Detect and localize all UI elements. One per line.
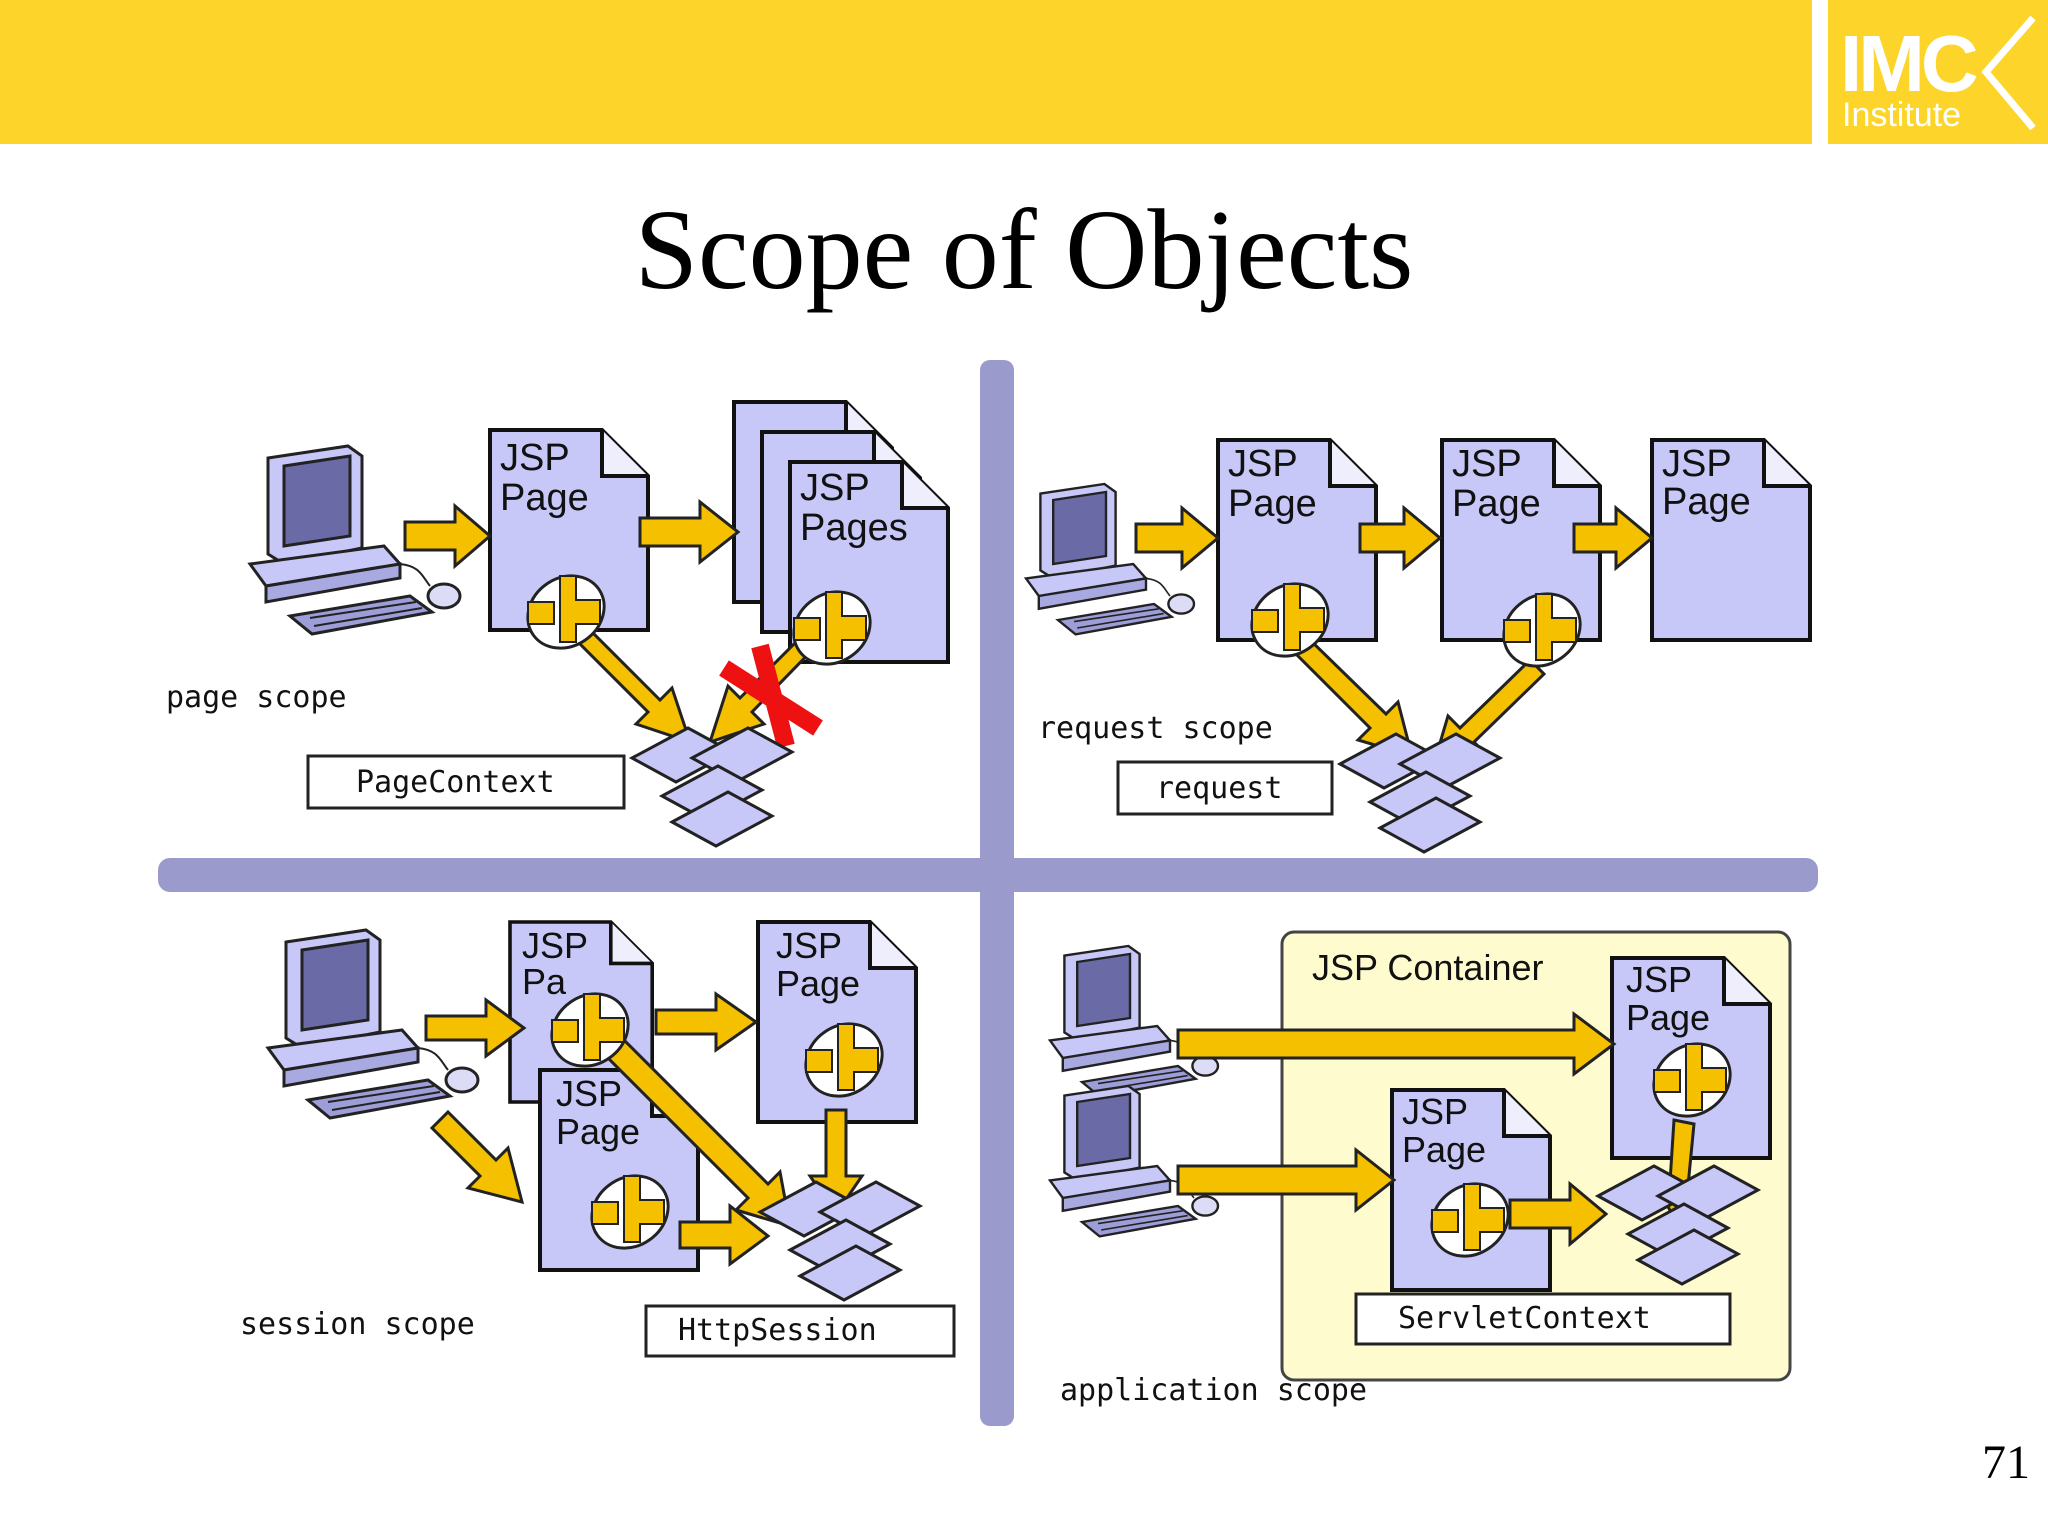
object-label-box	[306, 754, 626, 810]
arrow-icon	[1176, 1011, 1617, 1077]
application-scope-quadrant: JSP Container JSP Page JSP Page ServletC…	[1048, 930, 1792, 1408]
doc-label: Page	[776, 963, 860, 1004]
page-number: 71	[1982, 1436, 2030, 1489]
doc-label: Page	[500, 477, 589, 519]
session-scope-label: session scope	[240, 1307, 475, 1342]
request-scope-label: request scope	[1038, 711, 1273, 746]
application-scope-label: application scope	[1060, 1373, 1367, 1408]
doc-label: JSP	[776, 925, 842, 966]
arrow-icon	[638, 498, 741, 566]
doc-label: JSP	[1402, 1091, 1468, 1132]
arrow-icon	[654, 991, 759, 1053]
client-computer-icon	[1048, 1084, 1220, 1238]
logo-chevron-icon	[1981, 15, 2036, 131]
servlet-context-label: ServletContext	[1398, 1301, 1651, 1336]
doc-label: JSP	[800, 467, 870, 509]
client-computer-icon	[1048, 944, 1220, 1098]
arrow-icon	[1176, 1146, 1397, 1214]
session-scope-quadrant: JSP Pa JSP Page JSP Page session scope H…	[240, 920, 956, 1358]
object-label-box	[1116, 760, 1334, 816]
doc-label: Page	[556, 1111, 640, 1152]
arrow-icon	[601, 1038, 792, 1229]
doc-label: Page	[1662, 481, 1751, 523]
scope-store-icon	[758, 1180, 922, 1302]
client-computer-icon	[1024, 482, 1196, 636]
arrow-icon	[1508, 1180, 1609, 1248]
doc-label: Pages	[800, 507, 908, 549]
http-session-label: HttpSession	[678, 1313, 877, 1348]
request-label: request	[1156, 771, 1282, 806]
page-scope-label: page scope	[166, 680, 347, 715]
doc-label: Page	[1626, 997, 1710, 1038]
doc-label: Page	[1402, 1129, 1486, 1170]
horizontal-divider	[158, 858, 1818, 892]
request-scope-quadrant: JSP Page JSP Page JSP Page request scope…	[1024, 438, 1812, 854]
slide-title: Scope of Objects	[634, 186, 1414, 313]
arrow-icon	[678, 1202, 771, 1267]
doc-label: JSP	[1228, 443, 1298, 485]
doc-label: JSP	[556, 1073, 622, 1114]
logo-subtitle: Institute	[1842, 96, 1962, 134]
arrow-icon	[403, 502, 493, 570]
logo-mark: IMC	[1840, 19, 1979, 108]
imc-logo: IMC Institute	[1828, 0, 2048, 144]
arrow-icon	[573, 625, 693, 745]
page-context-label: PageContext	[356, 765, 555, 800]
cross-icon	[719, 643, 823, 749]
page-scope-quadrant: JSP Page JSP Pages page scope PageContex…	[166, 400, 950, 848]
doc-label: JSP	[500, 437, 570, 479]
doc-label: Pa	[522, 961, 567, 1002]
doc-label: JSP	[1452, 443, 1522, 485]
arrow-icon	[424, 997, 527, 1059]
doc-label: JSP	[522, 925, 588, 966]
doc-label: Page	[1228, 483, 1317, 525]
object-label-box	[1354, 1292, 1732, 1346]
header-banner	[0, 0, 1812, 144]
vertical-divider	[980, 360, 1014, 1426]
arrow-icon	[1358, 504, 1443, 572]
doc-label: JSP	[1626, 959, 1692, 1000]
doc-label: Page	[1452, 483, 1541, 525]
jsp-container-label: JSP Container	[1312, 947, 1543, 988]
arrow-icon	[429, 1109, 525, 1205]
arrow-icon	[1572, 504, 1655, 572]
scope-store-icon	[630, 726, 794, 848]
doc-label: JSP	[1662, 443, 1732, 485]
scope-store-icon	[1338, 732, 1502, 854]
arrow-icon	[1134, 504, 1221, 572]
object-label-box	[644, 1304, 956, 1358]
